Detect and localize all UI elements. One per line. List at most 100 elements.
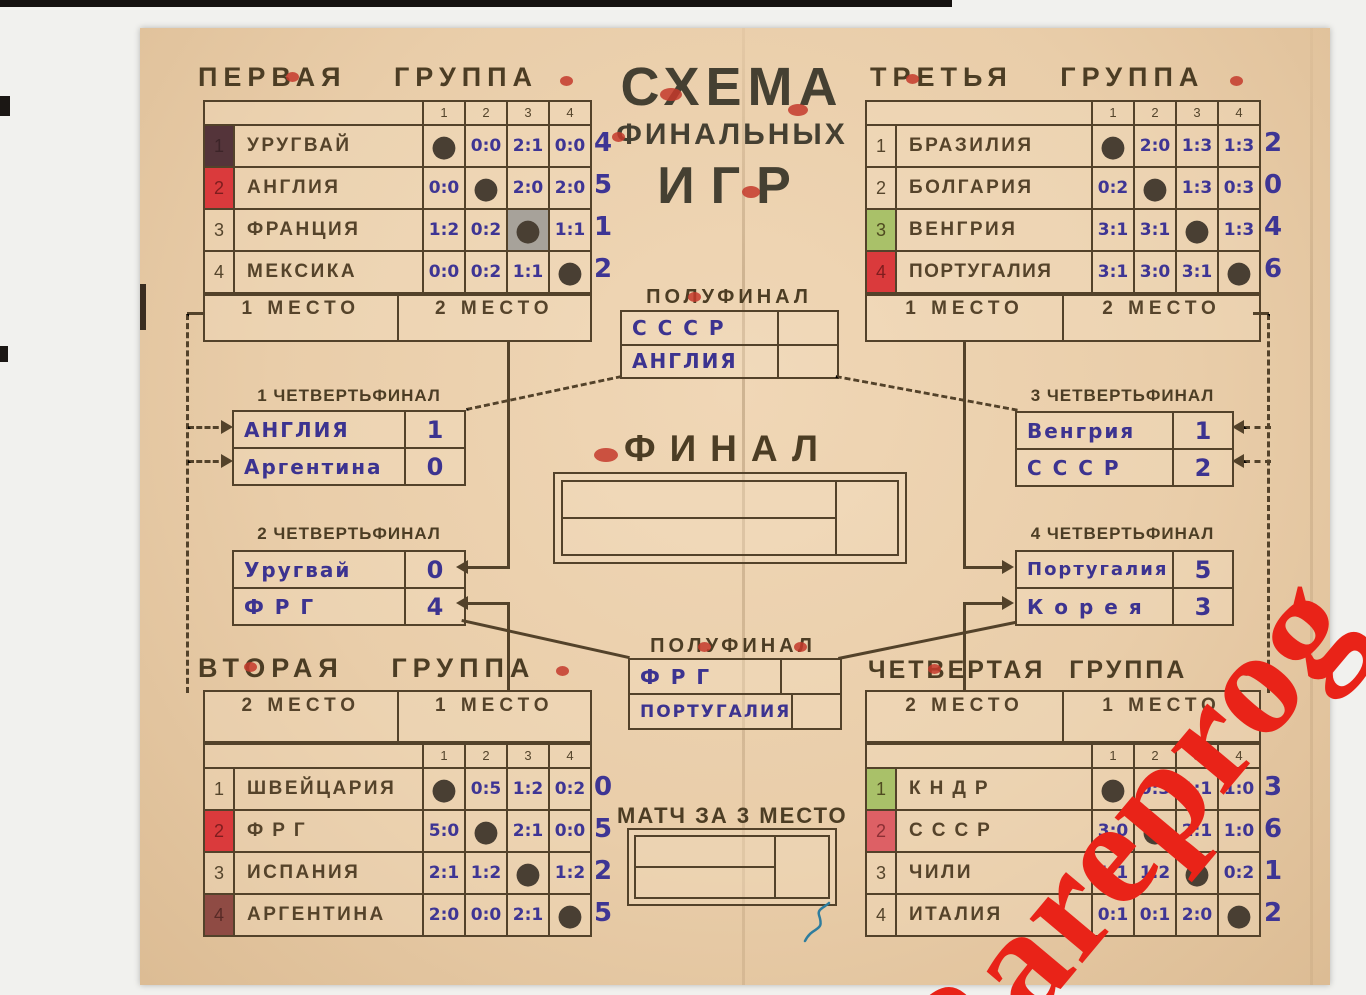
self-match-dot: ● bbox=[1133, 168, 1175, 208]
row-number: 1 bbox=[867, 769, 897, 809]
col-header: 4 bbox=[548, 745, 590, 767]
points-value: 6 bbox=[1264, 814, 1283, 844]
red-accent bbox=[244, 662, 257, 672]
team-name: АНГЛИЯ bbox=[244, 417, 350, 442]
team-name: Ф Р Г bbox=[244, 594, 316, 619]
team-name: Аргентина bbox=[244, 454, 383, 479]
score-cell: 3:1 bbox=[1091, 210, 1133, 250]
group2-header-row: 1 2 3 4 bbox=[205, 745, 590, 769]
row-number: 4 bbox=[205, 895, 235, 935]
final-score-column bbox=[835, 482, 897, 554]
connector-line bbox=[468, 566, 510, 569]
score-cell: 3:1 bbox=[1175, 252, 1217, 292]
group3-place-footer: 1 МЕСТО 2 МЕСТО bbox=[867, 294, 1259, 340]
score-cell: 1:3 bbox=[1217, 126, 1259, 166]
score-cell: 0:0 bbox=[422, 252, 464, 292]
score-cell: 0:1 bbox=[1133, 895, 1175, 935]
arrow-icon bbox=[1232, 420, 1244, 434]
score-cell: 0:2 bbox=[1091, 168, 1133, 208]
self-match-dot: ● bbox=[506, 853, 548, 893]
connector-line bbox=[1253, 312, 1269, 315]
col-header: 4 bbox=[548, 102, 590, 124]
scan-artifact-mark bbox=[140, 284, 146, 330]
paper-sheet bbox=[140, 28, 1330, 985]
table-row: 2 СССР 3:0 ● 2:1 1:0 bbox=[867, 811, 1259, 853]
connector-line bbox=[188, 426, 227, 429]
score-cell: 5:0 bbox=[422, 811, 464, 851]
arrow-icon bbox=[1002, 560, 1014, 574]
table-row: 4 ИТАЛИЯ 0:1 0:1 2:0 ● bbox=[867, 895, 1259, 935]
third-place-box bbox=[627, 828, 837, 906]
table-row: 1 КНДР ● 0:3 1:1 1:0 bbox=[867, 769, 1259, 811]
points-value: 2 bbox=[1264, 898, 1283, 928]
team-name: КНДР bbox=[909, 778, 997, 799]
score-cell: 2:1 bbox=[506, 895, 548, 935]
self-match-dot: ● bbox=[1175, 210, 1217, 250]
team-name: БОЛГАРИЯ bbox=[909, 177, 1034, 198]
team-name: ШВЕЙЦАРИЯ bbox=[247, 778, 397, 799]
semifinal-bottom-heading: ПОЛУФИНАЛ bbox=[650, 635, 816, 657]
red-accent bbox=[612, 132, 625, 142]
table-row: 1 БРАЗИЛИЯ ● 2:0 1:3 1:3 bbox=[867, 126, 1259, 168]
qf3-heading: 3 ЧЕТВЕРТЬФИНАЛ bbox=[1030, 386, 1215, 405]
connector-group3-to-qf3 bbox=[1267, 314, 1270, 693]
score-cell: 1:2 bbox=[464, 853, 506, 893]
self-match-dot: ● bbox=[1091, 769, 1133, 809]
self-match-dot: ● bbox=[548, 895, 590, 935]
score-cell: 0:5 bbox=[464, 769, 506, 809]
col-header: 1 bbox=[422, 745, 464, 767]
row-number: 2 bbox=[867, 168, 897, 208]
score-cell: 2:0 bbox=[548, 168, 590, 208]
arrow-icon bbox=[221, 454, 233, 468]
connector-line bbox=[468, 602, 510, 605]
team-name: Португалия bbox=[1027, 559, 1169, 580]
score-cell: 0:0 bbox=[422, 168, 464, 208]
score-cell: 1:1 bbox=[1175, 769, 1217, 809]
place-label: 1 МЕСТО bbox=[1102, 695, 1221, 716]
col-header: 3 bbox=[1175, 745, 1217, 767]
score-cell: 0:2 bbox=[1217, 853, 1259, 893]
scan-artifact-mark bbox=[0, 96, 10, 116]
score-cell: 1:1 bbox=[1091, 853, 1133, 893]
semifinal-top-box: С С С Р АНГЛИЯ bbox=[620, 310, 839, 379]
score: 4 bbox=[404, 589, 464, 624]
team-name: БРАЗИЛИЯ bbox=[909, 135, 1034, 156]
score-cell: 1:3 bbox=[1217, 210, 1259, 250]
col-header: 2 bbox=[1133, 102, 1175, 124]
team-name: АНГЛИЯ bbox=[247, 177, 341, 198]
self-match-dot: ● bbox=[422, 769, 464, 809]
qf2-heading: 2 ЧЕТВЕРТЬФИНАЛ bbox=[257, 524, 441, 543]
group1-title: ПЕРВАЯ ГРУППА bbox=[198, 62, 539, 92]
team-name: С С С Р bbox=[632, 315, 726, 340]
row-number: 1 bbox=[205, 126, 235, 166]
team-name: МЕКСИКА bbox=[247, 261, 358, 282]
row-number: 2 bbox=[205, 811, 235, 851]
row-number: 3 bbox=[867, 210, 897, 250]
connector-line bbox=[187, 312, 203, 315]
score: 5 bbox=[1172, 552, 1232, 587]
table-row: 4 МЕКСИКА 0:0 0:2 1:1 ● bbox=[205, 252, 590, 294]
arrow-icon bbox=[456, 596, 468, 610]
connector-group1-to-qf1 bbox=[186, 314, 189, 693]
self-match-dot: ● bbox=[464, 811, 506, 851]
score-cell: 2:1 bbox=[506, 811, 548, 851]
score-cell: 0:2 bbox=[548, 769, 590, 809]
score: 3 bbox=[1172, 589, 1232, 624]
points-value: 1 bbox=[1264, 856, 1283, 886]
place-label: 2 МЕСТО bbox=[867, 692, 1064, 741]
red-accent bbox=[906, 74, 919, 84]
third-team1-slot bbox=[636, 837, 774, 868]
score-cell: 1:2 bbox=[548, 853, 590, 893]
red-accent bbox=[560, 76, 573, 86]
score-cell: 1:3 bbox=[1175, 168, 1217, 208]
team-name: ФРГ bbox=[247, 820, 314, 841]
main-title-line1: СХЕМА bbox=[620, 57, 844, 117]
points-value: 5 bbox=[594, 170, 613, 200]
team-name: ФРАНЦИЯ bbox=[247, 219, 361, 240]
row-number: 4 bbox=[867, 895, 897, 935]
arrow-icon bbox=[1002, 596, 1014, 610]
row-number: 3 bbox=[205, 853, 235, 893]
score-cell: 2:1 bbox=[506, 126, 548, 166]
